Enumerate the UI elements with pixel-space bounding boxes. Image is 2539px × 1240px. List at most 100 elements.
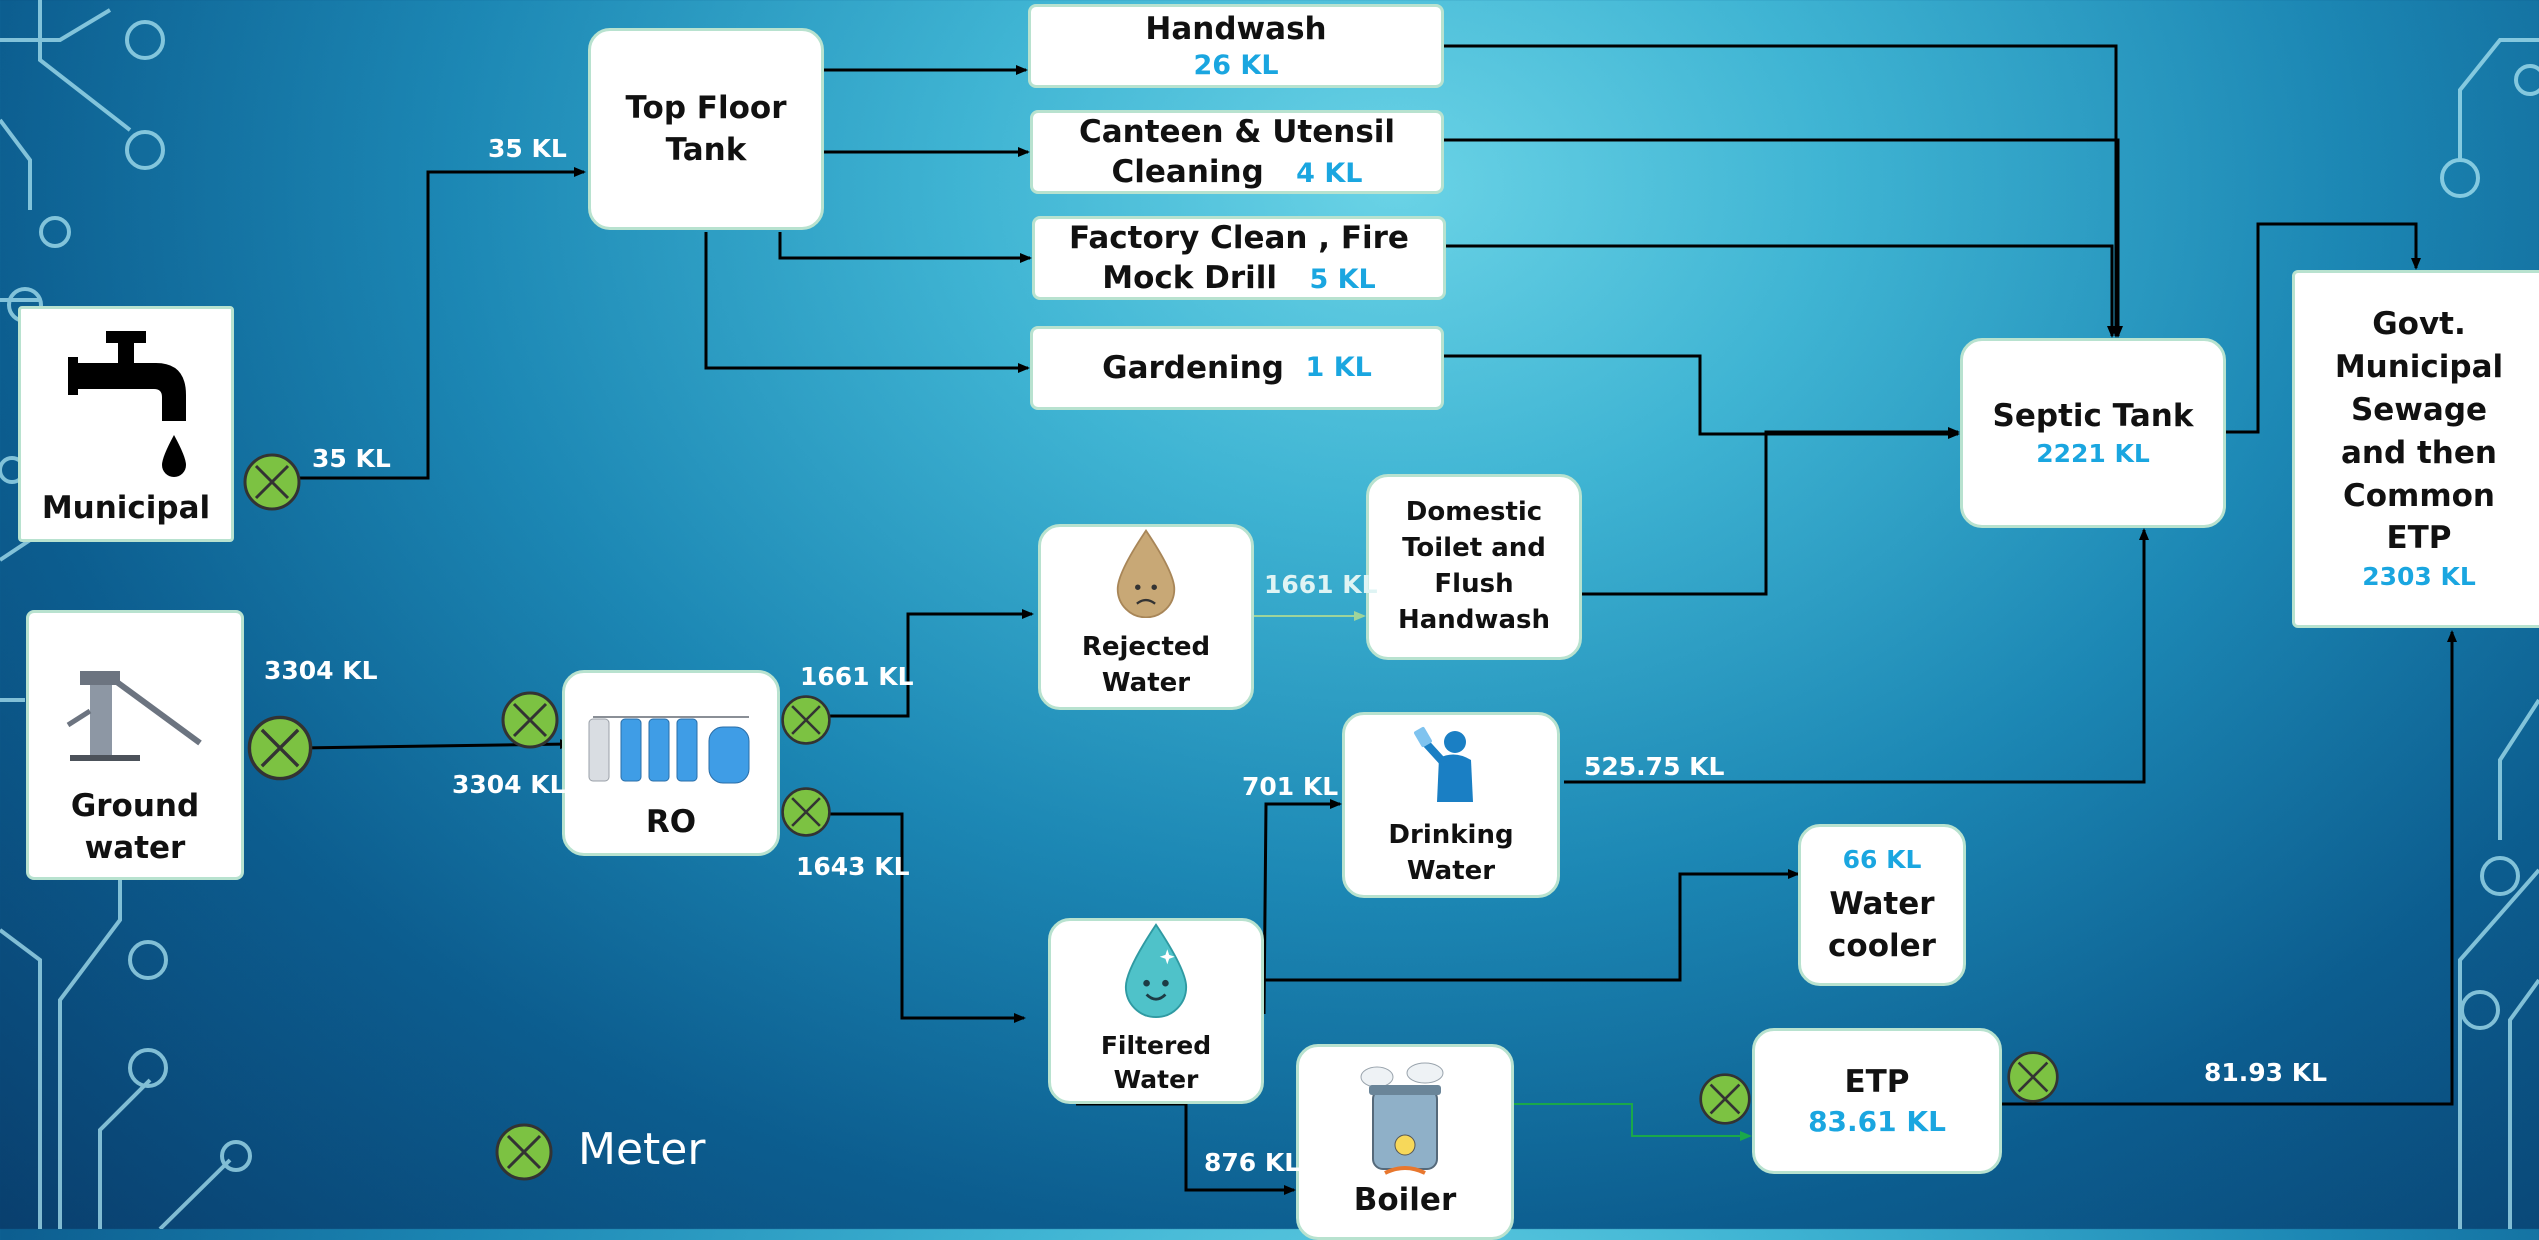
septic-volume: 2221 KL bbox=[2036, 439, 2150, 469]
drinking-line-1: Drinking bbox=[1388, 820, 1514, 851]
wire-gardening-septic bbox=[1444, 354, 1960, 439]
node-septic-tank: Septic Tank 2221 KL bbox=[1960, 338, 2226, 528]
rejected-line-1: Rejected bbox=[1081, 632, 1211, 663]
flow-to-boiler: 876 KL bbox=[1204, 1148, 1301, 1177]
meter-municipal bbox=[243, 453, 301, 511]
node-rejected-water: Rejected Water bbox=[1038, 524, 1254, 710]
ro-filter-icon bbox=[588, 715, 750, 784]
cooler-volume: 66 KL bbox=[1842, 844, 1922, 874]
node-municipal: Municipal bbox=[18, 306, 234, 542]
wire-etp-govt bbox=[2002, 630, 2457, 1106]
wire-ro-rejected bbox=[830, 609, 1034, 718]
govt-volume: 2303 KL bbox=[2362, 562, 2476, 592]
wire-filtered-boiler bbox=[1076, 1102, 1296, 1195]
govt-line-3: Sewage bbox=[2350, 391, 2488, 428]
sad-drop-icon bbox=[1116, 529, 1176, 619]
node-drinking-water: Drinking Water bbox=[1342, 712, 1560, 898]
hand-pump-icon bbox=[66, 670, 202, 761]
cooler-line-2: cooler bbox=[1828, 928, 1936, 964]
handwash-volume: 26 KL bbox=[1193, 49, 1279, 81]
meter-ro-filtered bbox=[781, 787, 831, 837]
wire-tank-gardening bbox=[704, 232, 1030, 373]
flow-rejected: 1661 KL bbox=[800, 662, 914, 691]
rejected-line-2: Water bbox=[1101, 667, 1191, 698]
handwash-label: Handwash bbox=[1145, 10, 1327, 47]
govt-line-1: Govt. bbox=[2372, 306, 2466, 343]
node-canteen: Canteen & Utensil Cleaning 4 KL bbox=[1030, 110, 1444, 194]
wire-tank-factory bbox=[778, 232, 1032, 263]
meter-ground bbox=[247, 715, 313, 781]
wire-filtered-drinking bbox=[1262, 799, 1342, 1015]
meter-ro-in bbox=[501, 691, 559, 749]
flow-to-tank: 35 KL bbox=[488, 134, 567, 163]
govt-line-4: and then bbox=[2341, 434, 2497, 471]
flow-drinking-out: 525.75 KL bbox=[1584, 752, 1725, 781]
cooler-line-1: Water bbox=[1829, 885, 1935, 922]
canteen-line-1: Canteen & Utensil bbox=[1078, 113, 1396, 150]
domestic-line-1: Domestic bbox=[1405, 497, 1543, 528]
flow-ro-in: 3304 KL bbox=[452, 770, 566, 799]
node-groundwater: Ground water bbox=[26, 610, 244, 880]
septic-label: Septic Tank bbox=[1992, 397, 2194, 434]
node-boiler: Boiler bbox=[1296, 1044, 1514, 1240]
boiler-label: Boiler bbox=[1353, 1182, 1457, 1218]
govt-line-6: ETP bbox=[2386, 520, 2452, 557]
wire-septic-govt bbox=[2226, 222, 2421, 434]
flow-municipal-out: 35 KL bbox=[312, 444, 391, 473]
etp-volume: 83.61 KL bbox=[1808, 1105, 1946, 1139]
meter-etp-in bbox=[1699, 1073, 1751, 1125]
tank-line-2: Tank bbox=[665, 132, 747, 168]
node-ro: RO bbox=[562, 670, 780, 856]
flow-to-drinking: 701 KL bbox=[1242, 772, 1339, 801]
node-top-floor-tank: Top Floor Tank bbox=[588, 28, 824, 230]
tank-line-1: Top Floor bbox=[625, 89, 787, 126]
flow-filtered: 1643 KL bbox=[796, 852, 910, 881]
wire-boiler-etp bbox=[1514, 1103, 1752, 1141]
wire-handwash-septic bbox=[1444, 44, 2121, 338]
node-factory: Factory Clean , Fire Mock Drill 5 KL bbox=[1032, 216, 1446, 300]
drinking-line-2: Water bbox=[1406, 855, 1496, 886]
wire-canteen-septic bbox=[1444, 138, 2123, 338]
node-etp: ETP 83.61 KL bbox=[1752, 1028, 2002, 1174]
node-handwash: Handwash 26 KL bbox=[1028, 4, 1444, 88]
node-filtered-water: Filtered Water bbox=[1048, 918, 1264, 1104]
govt-line-5: Common bbox=[2342, 477, 2496, 514]
domestic-line-3: Flush bbox=[1434, 569, 1514, 599]
municipal-label: Municipal bbox=[41, 489, 211, 526]
meter-ro-rejected bbox=[781, 695, 831, 745]
canteen-line-2: Cleaning bbox=[1111, 154, 1264, 190]
flow-to-domestic: 1661 KL bbox=[1264, 570, 1378, 599]
factory-volume: 5 KL bbox=[1309, 264, 1376, 295]
node-gardening: Gardening 1 KL bbox=[1030, 326, 1444, 410]
govt-line-2: Municipal bbox=[2334, 349, 2504, 386]
wire-municipal-tank bbox=[300, 167, 586, 480]
boiler-icon bbox=[1360, 1062, 1444, 1175]
node-govt-sewage: Govt. Municipal Sewage and then Common E… bbox=[2292, 270, 2539, 628]
filtered-line-1: Filtered bbox=[1100, 1031, 1212, 1060]
flow-etp-out: 81.93 KL bbox=[2204, 1058, 2328, 1087]
legend-meter-icon bbox=[495, 1123, 553, 1181]
meter-etp-out bbox=[2007, 1051, 2059, 1103]
ro-label: RO bbox=[645, 803, 697, 840]
happy-drop-icon bbox=[1124, 923, 1188, 1018]
node-water-cooler: 66 KL Water cooler bbox=[1798, 824, 1966, 986]
drinking-person-icon bbox=[1414, 727, 1473, 803]
legend-meter-label: Meter bbox=[578, 1124, 706, 1175]
flow-ground-out: 3304 KL bbox=[264, 656, 378, 685]
tap-icon bbox=[68, 330, 186, 477]
filtered-line-2: Water bbox=[1113, 1065, 1199, 1094]
groundwater-line-1: Ground bbox=[70, 787, 200, 824]
wire-domestic-septic bbox=[1582, 427, 1960, 596]
gardening-label: Gardening bbox=[1102, 349, 1284, 386]
factory-line-2: Mock Drill bbox=[1102, 260, 1278, 296]
node-domestic: Domestic Toilet and Flush Handwash bbox=[1366, 474, 1582, 660]
wire-ro-filtered bbox=[830, 812, 1026, 1023]
gardening-volume: 1 KL bbox=[1305, 351, 1372, 383]
etp-label: ETP bbox=[1844, 1063, 1910, 1100]
groundwater-line-2: water bbox=[84, 829, 186, 866]
wire-drinking-septic bbox=[1564, 528, 2149, 784]
factory-line-1: Factory Clean , Fire bbox=[1069, 219, 1409, 256]
wire-filtered-cooler bbox=[1264, 869, 1800, 982]
